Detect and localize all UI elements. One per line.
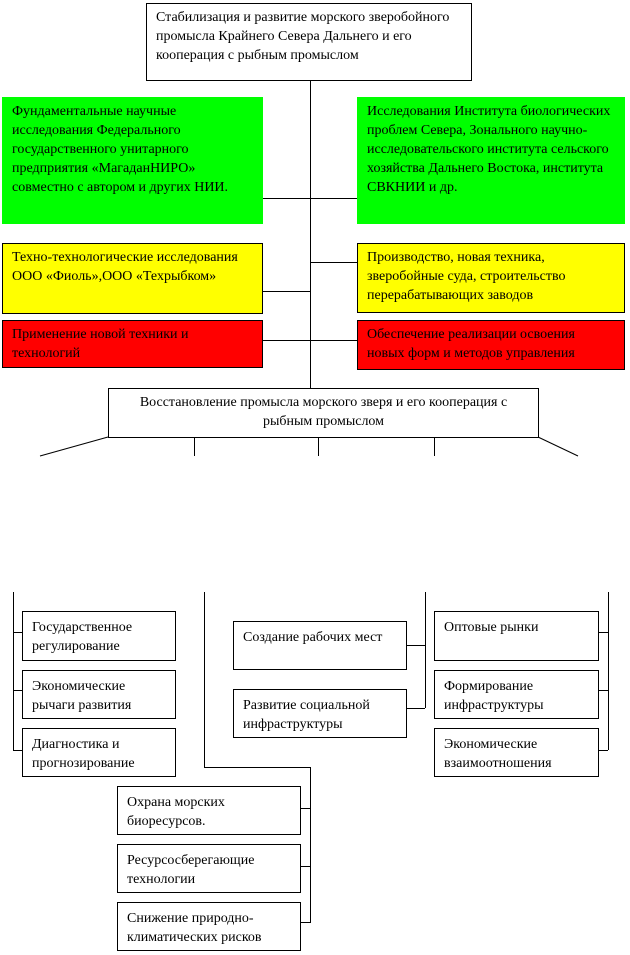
item-text: Оптовые рынки (444, 620, 539, 635)
right-group-item: Оптовые рынки (434, 611, 599, 661)
item-text: Формирование инфраструктуры (444, 679, 544, 713)
item-text: Развитие социальной инфраструктуры (243, 698, 370, 732)
bottom-group-item: Снижение природно-климатических рисков (117, 902, 301, 951)
item-text: Экономические рычаги развития (32, 679, 132, 713)
center-goal-text: Восстановление промысла морского зверя и… (139, 395, 508, 429)
left-green-text: Фундаментальные научные исследования Фед… (12, 104, 229, 195)
top-goal-box: Стабилизация и развитие морского зверобо… (146, 3, 472, 81)
center-goal-box: Восстановление промысла морского зверя и… (108, 388, 539, 438)
item-text: Ресурсосберегающие технологии (127, 853, 255, 887)
right-green-box: Исследования Института биологических про… (357, 97, 625, 224)
right-yellow-box: Производство, новая техника, зверобойные… (357, 243, 625, 313)
item-text: Диагностика и прогнозирование (32, 737, 135, 771)
top-goal-text: Стабилизация и развитие морского зверобо… (156, 10, 450, 63)
left-yellow-box: Техно-технологические исследования ООО «… (2, 243, 263, 314)
left-red-box: Применение новой техники и технологий (2, 320, 263, 368)
middle-group-item: Создание рабочих мест (233, 621, 407, 670)
left-group-item: Экономические рычаги развития (22, 670, 176, 719)
left-red-text: Применение новой техники и технологий (12, 327, 189, 361)
left-group-item: Государственное регулирование (22, 611, 176, 661)
right-group-item: Формирование инфраструктуры (434, 670, 599, 719)
bottom-group-item: Охрана морских биоресурсов. (117, 786, 301, 835)
right-red-box: Обеспечение реализации освоения новых фо… (357, 320, 625, 370)
item-text: Государственное регулирование (32, 620, 133, 654)
left-yellow-text: Техно-технологические исследования ООО «… (12, 250, 238, 284)
item-text: Создание рабочих мест (243, 630, 383, 645)
right-yellow-text: Производство, новая техника, зверобойные… (367, 250, 566, 303)
item-text: Охрана морских биоресурсов. (127, 795, 225, 829)
bottom-group-item: Ресурсосберегающие технологии (117, 844, 301, 893)
right-green-text: Исследования Института биологических про… (367, 104, 611, 195)
right-group-item: Экономические взаимоотношения (434, 728, 599, 777)
middle-group-item: Развитие социальной инфраструктуры (233, 689, 407, 738)
right-red-text: Обеспечение реализации освоения новых фо… (367, 327, 575, 361)
item-text: Снижение природно-климатических рисков (127, 911, 262, 945)
left-group-item: Диагностика и прогнозирование (22, 728, 176, 777)
left-green-box: Фундаментальные научные исследования Фед… (2, 97, 263, 224)
item-text: Экономические взаимоотношения (444, 737, 552, 771)
